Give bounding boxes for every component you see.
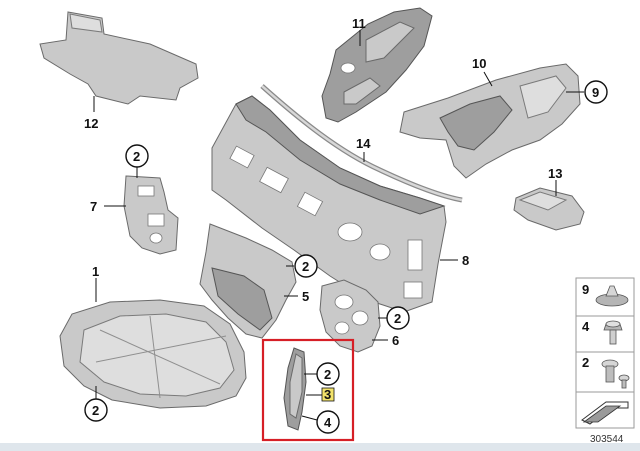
callout-10[interactable]: 10 <box>472 56 486 71</box>
callout-9-circle <box>584 80 608 104</box>
callout-2b[interactable]: 2 <box>302 259 309 274</box>
callout-2b-circle <box>294 254 318 278</box>
callout-5[interactable]: 5 <box>302 289 309 304</box>
callout-13[interactable]: 13 <box>548 166 562 181</box>
callout-11[interactable]: 11 <box>352 16 366 31</box>
legend-fastener-9[interactable]: 9 <box>575 277 635 317</box>
screw-bolt-icon <box>603 320 623 345</box>
part-6-panel[interactable] <box>319 279 381 353</box>
part-3-highlighted-insulation[interactable] <box>283 347 307 431</box>
callout-2a[interactable]: 2 <box>133 149 140 164</box>
callout-2e[interactable]: 2 <box>324 367 331 382</box>
callout-3[interactable]: 3 <box>324 387 331 402</box>
highlight-rectangle <box>261 338 355 442</box>
leader-10 <box>483 71 493 87</box>
leader-4a <box>301 415 318 421</box>
callout-4a-circle <box>316 410 340 434</box>
legend-view-arrow <box>575 391 635 429</box>
legend-screw-4[interactable]: 4 <box>575 315 635 353</box>
legend-4-label: 4 <box>582 319 590 334</box>
callout-6[interactable]: 6 <box>392 333 399 348</box>
diagram-id: 303544 <box>590 434 624 445</box>
callout-2d[interactable]: 2 <box>394 311 401 326</box>
bottom-strip <box>0 443 640 451</box>
fastener-clip-icon <box>595 285 629 307</box>
expanding-rivet-icon <box>601 359 630 389</box>
callout-1[interactable]: 1 <box>92 264 99 279</box>
callout-4a[interactable]: 4 <box>324 415 332 430</box>
part-11-insulation[interactable] <box>321 7 433 123</box>
part-12-insulation-mat[interactable] <box>39 11 199 105</box>
part-14-seal-strip[interactable] <box>260 84 463 203</box>
callout-8[interactable]: 8 <box>462 253 469 268</box>
part-1-hood-insulation[interactable] <box>59 299 247 409</box>
legend-rivet-2[interactable]: 2 <box>575 351 635 393</box>
callout-2c[interactable]: 2 <box>92 403 99 418</box>
part-10-tunnel-insulation[interactable] <box>399 63 581 179</box>
part-5-insulation[interactable] <box>199 223 297 339</box>
callout-7[interactable]: 7 <box>90 199 97 214</box>
part-8-bulkhead-panel[interactable] <box>211 95 447 313</box>
callout-12[interactable]: 12 <box>84 116 98 131</box>
part-13-bracket[interactable] <box>513 187 585 231</box>
view-direction-arrow-icon <box>581 401 629 425</box>
callout-14[interactable]: 14 <box>356 136 371 151</box>
legend-2-label: 2 <box>582 355 589 370</box>
legend-9-label: 9 <box>582 282 589 297</box>
callout-9[interactable]: 9 <box>592 85 599 100</box>
part-7-panel[interactable] <box>123 175 179 255</box>
